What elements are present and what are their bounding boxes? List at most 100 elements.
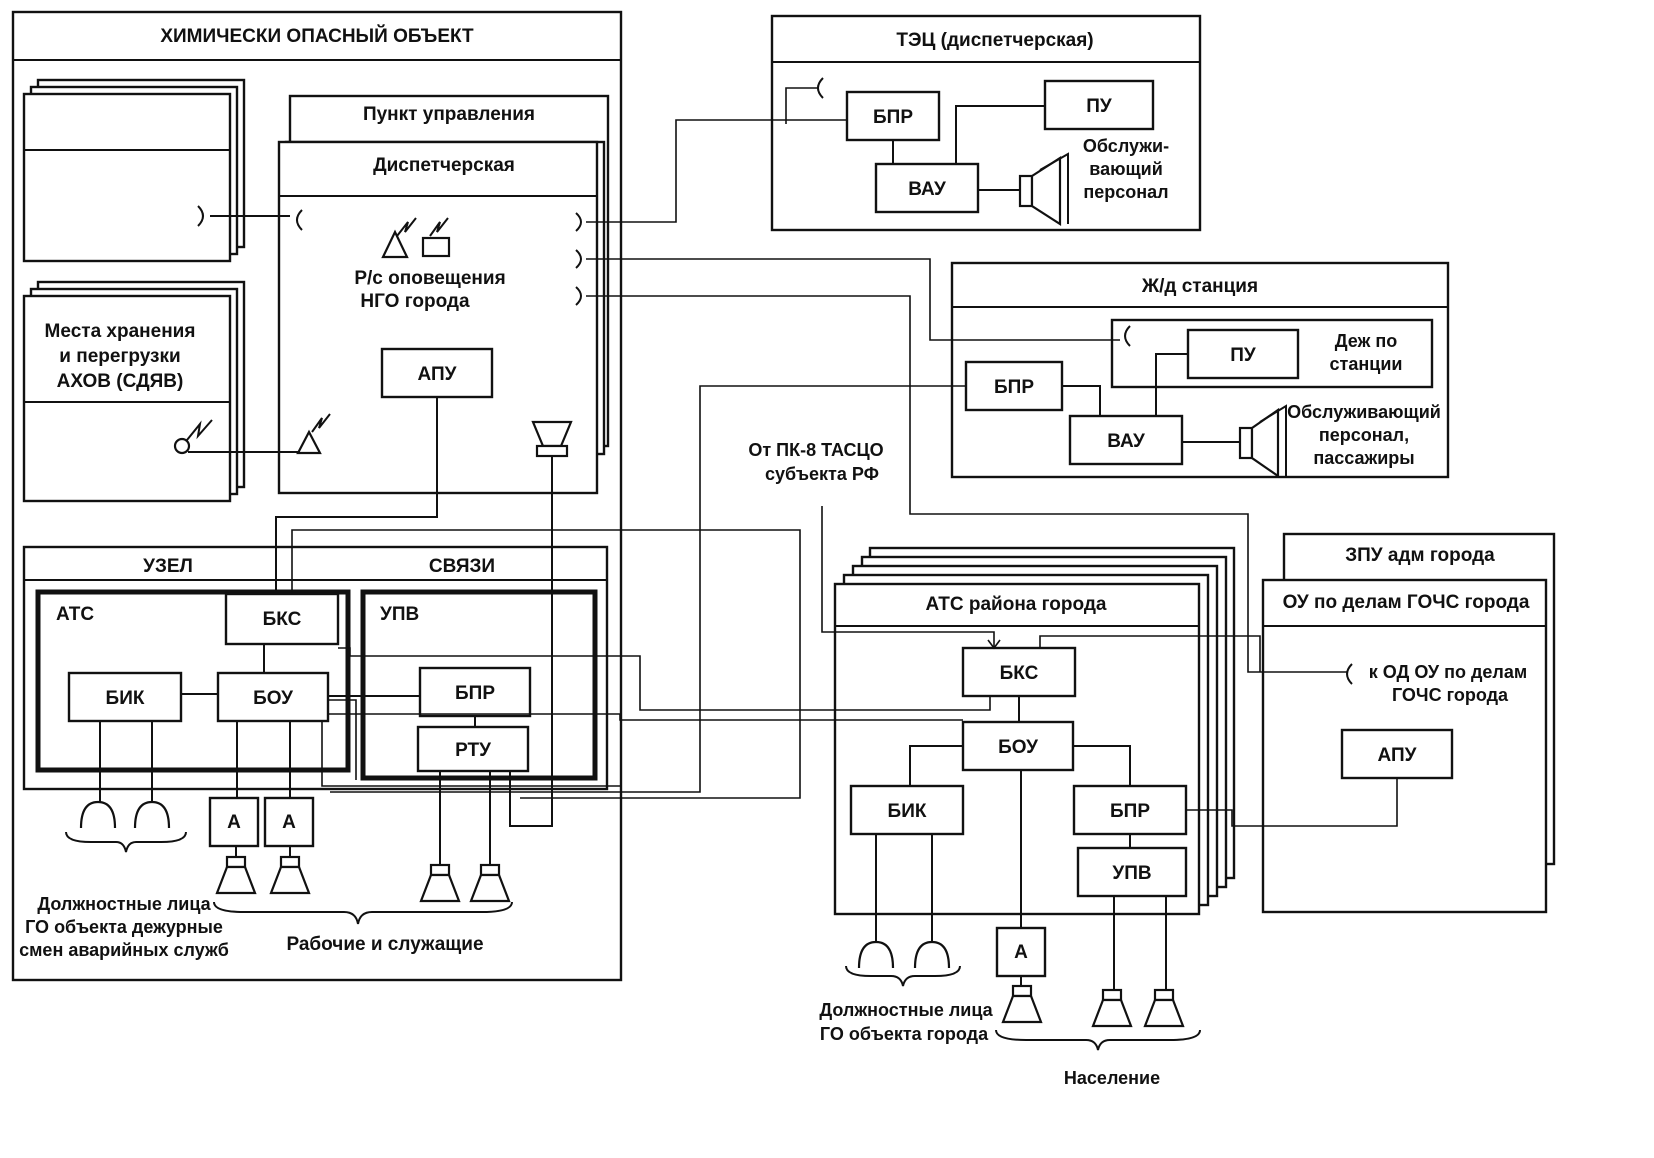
bks-label: БКС (263, 609, 302, 630)
zpu-to-od-label-1: к ОД ОУ по делам (1369, 662, 1527, 682)
connector-jack-icon (575, 286, 582, 306)
zpu-title: ЗПУ адм города (1345, 545, 1495, 566)
city-ats-title: АТС района города (925, 594, 1106, 615)
city-bks-label: БКС (1000, 663, 1039, 684)
connector-jack-icon (575, 249, 582, 269)
storage-stack: Места хранения и перегрузки АХОВ (СДЯВ) (22, 280, 246, 503)
dispatch-label: Диспетчерская (373, 155, 515, 176)
telephone-icon (857, 940, 895, 970)
bou-box (216, 671, 330, 723)
brace-icon (845, 965, 961, 987)
control-point-label: Пункт управления (363, 104, 535, 125)
connector-jack-icon (1124, 325, 1131, 347)
city-upv-box (1076, 846, 1188, 898)
chem-object-block: ХИМИЧЕСКИ ОПАСНЫЙ ОБЪЕКТ Места хранения … (11, 10, 623, 982)
tets-bpr-label: БПР (873, 107, 913, 128)
zpu-apu-label: АПУ (1378, 745, 1417, 766)
bik-box (67, 671, 183, 723)
chem-object-title: ХИМИЧЕСКИ ОПАСНЫЙ ОБЪЕКТ (160, 25, 474, 47)
radio-transmitter-icon (381, 217, 451, 259)
connector-jack-icon (296, 209, 303, 231)
rail-duty-label-1: Деж по (1335, 331, 1397, 351)
tets-pu-label: ПУ (1086, 96, 1112, 117)
storage-label-1: Места хранения (45, 321, 196, 342)
rail-pu-box (1186, 328, 1300, 380)
link-line (509, 456, 553, 827)
zpu-to-od-label-2: ГОЧС города (1392, 685, 1509, 705)
rail-duty-label-2: станции (1330, 354, 1403, 374)
loudspeaker-icon (1001, 984, 1043, 1024)
tets-block: ТЭЦ (диспетчерская) БПР ПУ ВАУ Обслужи- … (770, 14, 1202, 232)
node-label-left: УЗЕЛ (143, 556, 193, 577)
antenna-icon (296, 413, 331, 455)
rail-block: Ж/д станция ПУ Деж по станции БПР ВАУ Об… (950, 261, 1450, 479)
bpr-label: БПР (455, 683, 495, 704)
tets-title: ТЭЦ (диспетчерская) (896, 30, 1093, 51)
connector-jack-icon (197, 205, 204, 227)
upv-frame (360, 589, 598, 781)
rail-bpr-label: БПР (994, 377, 1034, 398)
loudspeaker-icon (1091, 988, 1133, 1028)
radio-station-label-1: Р/с оповещения (354, 268, 505, 289)
apu-box (380, 347, 494, 399)
rail-staff-label-1: Обслуживающий (1287, 402, 1441, 422)
ats-frame (35, 589, 351, 773)
apu-label: АПУ (418, 364, 457, 385)
tets-staff-label-1: Обслужи- (1083, 136, 1169, 156)
tets-staff-label-2: вающий (1089, 159, 1163, 179)
loudspeaker-group-icon (1018, 152, 1069, 227)
node-label-right: СВЯЗИ (429, 556, 495, 577)
rail-pu-label: ПУ (1230, 345, 1256, 366)
rail-staff-label-3: пассажиры (1313, 448, 1414, 468)
bik-label: БИК (106, 688, 145, 709)
rtu-box (416, 725, 530, 773)
loudspeaker-icon (1143, 988, 1185, 1028)
city-bik-box (849, 784, 965, 836)
rail-staff-label-2: персонал, (1319, 425, 1409, 445)
tets-vau-label: ВАУ (908, 179, 946, 200)
officials-label-3: смен аварийных служб (19, 940, 229, 960)
zpu-block: ЗПУ адм города ОУ по делам ГОЧС города к… (1261, 532, 1556, 914)
rail-title: Ж/д станция (1141, 276, 1258, 297)
city-officials-label-2: ГО объекта города (820, 1024, 989, 1044)
rail-vau-box (1068, 414, 1184, 466)
zpu-ou-label: ОУ по делам ГОЧС города (1283, 592, 1530, 613)
tets-vau-box (874, 162, 980, 214)
city-bik-label: БИК (888, 801, 927, 822)
city-bou-label: БОУ (998, 737, 1038, 758)
brace-icon (213, 901, 513, 925)
link-line (275, 397, 438, 594)
amplifier-label: А (282, 812, 296, 833)
connector-jack-icon (1346, 663, 1353, 685)
bou-label: БОУ (253, 688, 293, 709)
from-pk-label-1: От ПК-8 ТАСЦО (748, 440, 883, 460)
upv-label: УПВ (380, 604, 419, 625)
amplifier-box (208, 796, 260, 848)
telephone-icon (913, 940, 951, 970)
city-officials-label-1: Должностные лица (819, 1000, 993, 1020)
city-bpr-label: БПР (1110, 801, 1150, 822)
zpu-apu-box (1340, 728, 1454, 780)
city-ats-block: АТС района города БКС БОУ БИК БПР УПВ (833, 546, 1236, 928)
control-point-block: Пункт управления Диспетчерская Р/с опове… (277, 94, 610, 495)
population-label: Население (1064, 1068, 1160, 1088)
rtu-label: РТУ (455, 740, 491, 761)
city-amplifier-label: А (1014, 942, 1028, 963)
brace-icon (65, 831, 187, 853)
brace-icon (995, 1029, 1201, 1051)
city-amplifier-box (995, 926, 1047, 978)
officials-label-1: Должностные лица (37, 894, 211, 914)
ats-label: АТС (56, 604, 94, 625)
rail-vau-label: ВАУ (1107, 431, 1145, 452)
city-upv-label: УПВ (1112, 863, 1151, 884)
storage-label-2: и перегрузки (59, 346, 180, 367)
interconnect-lines (291, 87, 1398, 827)
workers-label: Рабочие и служащие (286, 934, 483, 955)
loudspeaker-icon (531, 420, 573, 458)
unlabeled-stack (22, 78, 246, 263)
connector-jack-icon (575, 212, 582, 232)
comm-node-block: УЗЕЛ СВЯЗИ АТС УПВ БКС БИК БОУ БПР РТУ (22, 545, 609, 791)
loudspeaker-group-icon (1238, 404, 1287, 479)
officials-label-2: ГО объекта дежурные (25, 917, 223, 937)
